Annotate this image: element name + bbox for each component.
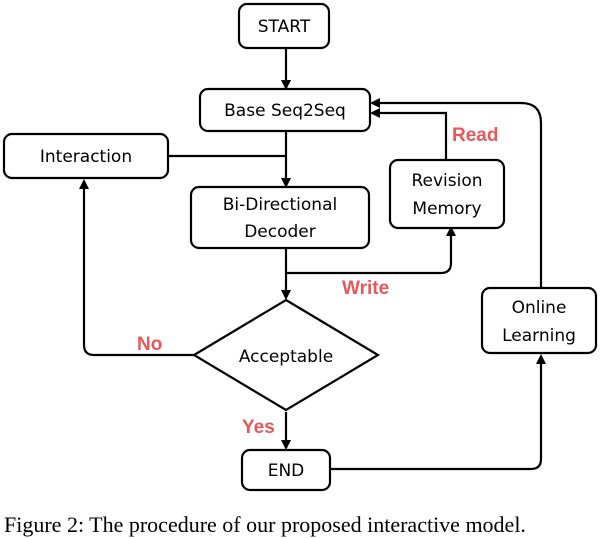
node-online-learning: Online Learning	[480, 286, 598, 355]
edges	[79, 48, 546, 471]
node-interaction: Interaction	[2, 132, 170, 180]
node-online-learning-line1: Online	[512, 298, 567, 318]
node-revision-memory-line2: Memory	[412, 199, 481, 219]
node-acceptable-label: Acceptable	[239, 347, 333, 367]
edge-label-read: Read	[452, 125, 498, 146]
node-decoder-line2: Decoder	[244, 222, 316, 242]
edge-label-yes: Yes	[242, 417, 275, 438]
node-revision-memory: Revision Memory	[388, 158, 506, 230]
figure-caption: Figure 2: The procedure of our proposed …	[4, 512, 526, 537]
node-start-label: START	[258, 17, 311, 37]
edge-label-no: No	[137, 334, 162, 355]
node-interaction-label: Interaction	[40, 147, 132, 167]
node-end-label: END	[268, 461, 305, 481]
edge-write-to-revision-memory	[286, 226, 456, 275]
edge-label-write: Write	[342, 278, 389, 299]
node-revision-memory-line1: Revision	[411, 171, 482, 191]
edge-end-to-online-learning	[330, 354, 546, 471]
flowchart: START Base Seq2Seq Interaction Revision …	[2, 2, 598, 492]
node-online-learning-line2: Learning	[502, 326, 576, 346]
edge-no-to-interaction	[79, 179, 194, 357]
node-acceptable-decision: Acceptable	[191, 298, 381, 412]
node-start: START	[237, 2, 331, 50]
node-bi-directional-decoder: Bi-Directional Decoder	[189, 185, 371, 250]
edge-online-learning-to-base	[370, 98, 543, 287]
node-end: END	[240, 448, 332, 492]
node-base-seq2seq-label: Base Seq2Seq	[224, 101, 346, 121]
node-decoder-line1: Bi-Directional	[223, 195, 337, 215]
edge-read-to-base	[370, 108, 448, 160]
node-base-seq2seq: Base Seq2Seq	[198, 87, 372, 133]
